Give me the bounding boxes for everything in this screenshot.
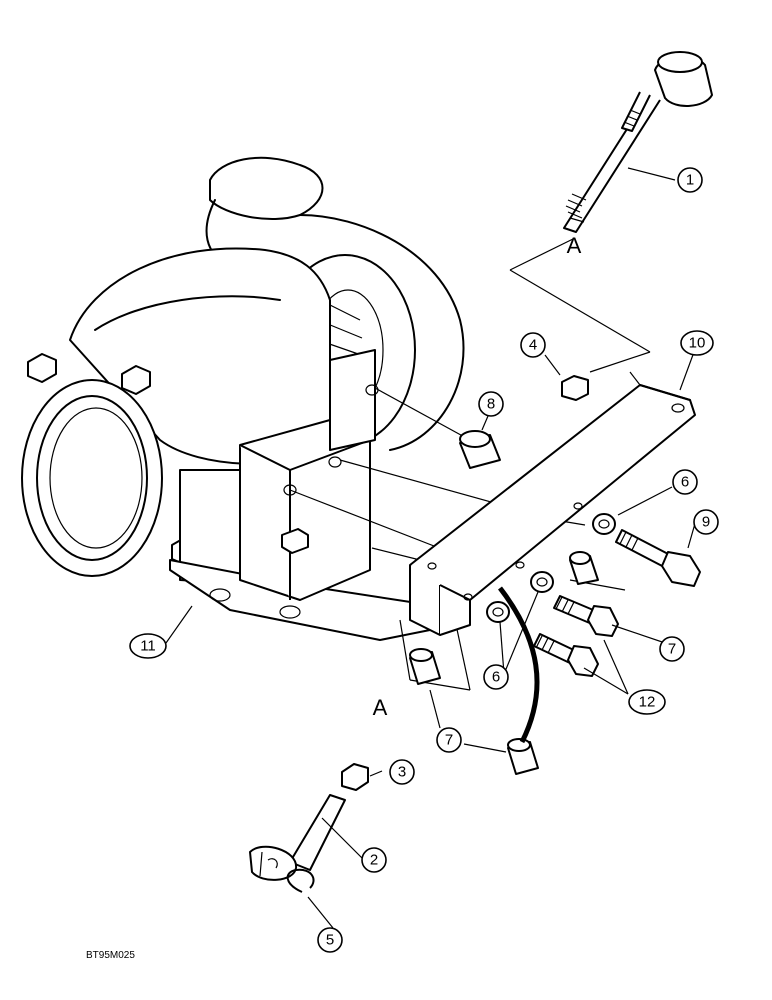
figure-code: BT95M025 xyxy=(86,950,135,961)
capscrew-9 xyxy=(615,529,701,587)
turbocharger-assembly xyxy=(21,156,465,641)
callout-12: 12 xyxy=(628,689,666,715)
capscrews-12 xyxy=(533,595,619,677)
callout-3: 3 xyxy=(389,759,415,785)
svg-text:7: 7 xyxy=(668,641,676,658)
svg-text:1: 1 xyxy=(686,172,694,189)
svg-text:10: 10 xyxy=(689,335,706,352)
svg-text:4: 4 xyxy=(529,337,537,354)
spacers-7 xyxy=(409,551,599,775)
leader-lines xyxy=(165,167,697,929)
callout-7-left: 7 xyxy=(436,727,462,753)
callout-4: 4 xyxy=(520,332,546,358)
oil-return-tube xyxy=(563,51,713,233)
tube-2 xyxy=(249,794,346,881)
svg-text:5: 5 xyxy=(326,932,334,949)
callout-2: 2 xyxy=(361,847,387,873)
detail-label-lower: A xyxy=(373,695,388,720)
svg-text:2: 2 xyxy=(370,852,378,869)
svg-text:11: 11 xyxy=(140,638,156,655)
fitting-3 xyxy=(341,763,369,791)
callout-6-lower-left: 6 xyxy=(483,664,509,690)
washers-6 xyxy=(486,513,616,623)
svg-text:12: 12 xyxy=(639,694,656,711)
oil-supply-hose xyxy=(498,586,540,744)
svg-text:3: 3 xyxy=(398,764,406,781)
nut-4 xyxy=(561,375,589,401)
callout-11: 11 xyxy=(129,633,167,659)
support-bracket xyxy=(409,371,696,636)
callout-9: 9 xyxy=(693,509,719,535)
callout-10: 10 xyxy=(680,330,714,356)
svg-text:6: 6 xyxy=(681,474,689,491)
callout-6-upper: 6 xyxy=(672,469,698,495)
retaining-ring-5 xyxy=(286,868,315,893)
svg-text:8: 8 xyxy=(487,396,495,413)
callout-5: 5 xyxy=(317,927,343,953)
callout-8: 8 xyxy=(478,391,504,417)
callout-7-right: 7 xyxy=(659,636,685,662)
callout-1: 1 xyxy=(677,167,703,193)
svg-text:6: 6 xyxy=(492,669,500,686)
svg-text:7: 7 xyxy=(445,732,453,749)
svg-text:9: 9 xyxy=(702,514,710,531)
detail-label-upper: A xyxy=(567,233,582,258)
spacer-8 xyxy=(459,430,501,469)
